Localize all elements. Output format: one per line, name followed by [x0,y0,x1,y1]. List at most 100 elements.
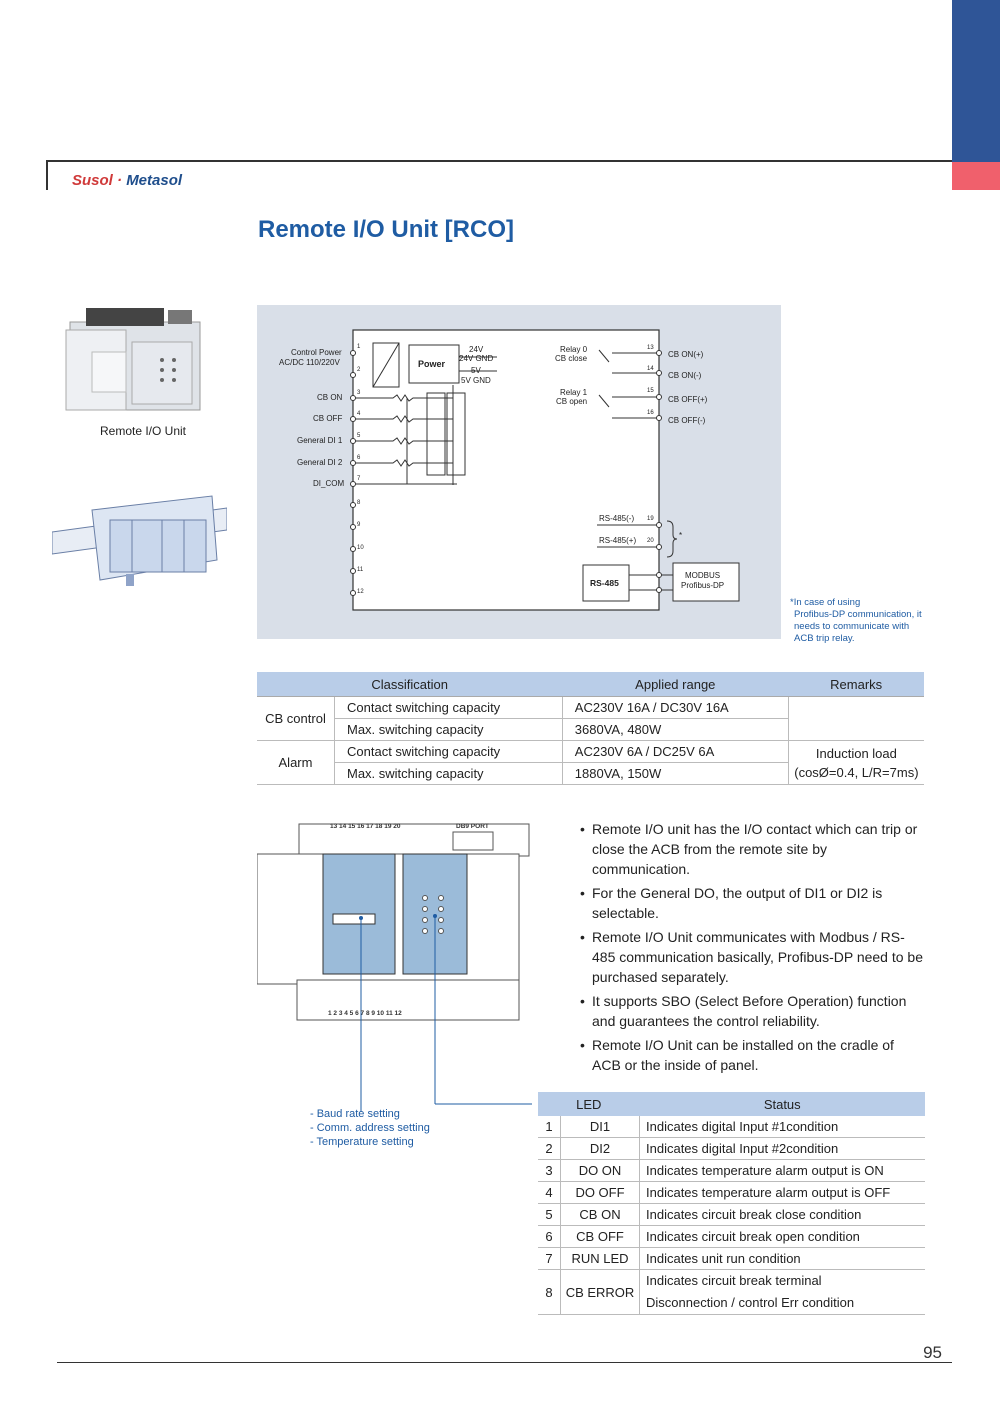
label-cb-off: CB OFF [313,414,343,423]
label-di-com: DI_COM [313,479,345,488]
footnote-line-3: needs to communicate with [794,621,910,632]
footnote-line-2: Profibus-DP communication, it [794,609,922,620]
side-tab-blue [952,0,1000,162]
spec-header-remarks: Remarks [788,672,924,697]
led-number: 1 [538,1116,561,1138]
profibus-label: Profibus-DP [681,581,725,590]
relay0-label: Relay 0 [560,345,588,354]
remark-line-1: Induction load [815,745,897,761]
power-out-24v-gnd: 24V GND [459,354,494,363]
led-number: 2 [538,1137,561,1160]
spec-range: 3680VA, 480W [561,718,789,741]
setting-temperature: - Temperature setting [310,1136,414,1148]
led-row: 8 CB ERROR Indicates circuit break termi… [538,1269,925,1315]
spec-range: 1880VA, 150W [561,762,789,785]
led-name: CB ON [560,1203,640,1226]
footer-rule [57,1362,952,1363]
pin-1: 1 [357,344,361,350]
spec-row: Max. switching capacity 3680VA, 480W [257,718,924,741]
header-rule [46,160,952,162]
led-number: 4 [538,1181,561,1204]
pin-20: 20 [647,538,654,544]
spec-remark-alarm: Induction load (cosØ=0.4, L/R=7ms) [787,740,924,785]
side-tab-red [952,162,1000,190]
label-rs485-plus: RS-485(+) [599,536,637,545]
header-tick [46,160,48,190]
bottom-pin-numbers: 1 2 3 4 5 6 7 8 9 10 11 12 [328,1010,402,1017]
db9-port-label: DB9 PORT [456,823,489,830]
pin-4: 4 [357,411,361,417]
label-cb-on-minus: CB ON(-) [668,371,702,380]
pin-10: 10 [357,545,364,551]
label-rs485-minus: RS-485(-) [599,514,635,523]
top-pin-numbers: 13 14 15 16 17 18 19 20 [330,823,401,830]
spec-row: Max. switching capacity 1880VA, 150W [257,762,924,785]
spec-item: Contact switching capacity [334,696,563,719]
pin-16: 16 [647,410,654,416]
brand-logo: Susol · Metasol [72,172,182,189]
pin-3: 3 [357,390,361,396]
led-number: 7 [538,1247,561,1270]
led-status: Indicates unit run condition [639,1247,925,1270]
pin-14: 14 [647,366,654,372]
unit-front-drawing [257,823,532,1112]
spec-header-row: Classification Applied range Remarks [257,672,924,697]
pin-12: 12 [357,589,364,595]
rs485-box-label: RS-485 [590,578,619,588]
brand-susol: Susol [72,172,113,189]
label-acdc: AC/DC 110/220V [279,358,340,367]
relay1-label: Relay 1 [560,388,588,397]
pin-8: 8 [357,500,361,506]
brand-metasol: Metasol [126,172,183,189]
led-status-line-1: Indicates circuit break terminal [646,1273,822,1288]
label-cb-off-plus: CB OFF(+) [668,395,708,404]
led-number: 3 [538,1159,561,1182]
led-status: Indicates circuit break open condition [639,1225,925,1248]
led-header-row: LED Status [538,1092,925,1116]
footnote-line-4: ACB trip relay. [794,633,855,644]
led-status: Indicates circuit break terminal Disconn… [639,1269,925,1315]
spec-item: Max. switching capacity [334,718,563,741]
led-header-led: LED [538,1092,640,1116]
pin-2: 2 [357,367,361,373]
led-number: 6 [538,1225,561,1248]
led-name: DO ON [560,1159,640,1182]
page-number: 95 [923,1343,942,1362]
relay0-desc: CB close [555,354,588,363]
bullet-item: Remote I/O Unit can be installed on the … [580,1035,925,1075]
label-cb-on: CB ON [317,393,343,402]
label-cb-on-plus: CB ON(+) [668,350,704,359]
pin-11: 11 [357,567,364,573]
led-status: Indicates digital Input #2condition [639,1137,925,1160]
profibus-footnote: *In case of using Profibus-DP communicat… [790,597,950,645]
led-name: DI2 [560,1137,640,1160]
setting-baud-rate: - Baud rate setting [310,1108,400,1120]
spec-row: CB control Contact switching capacity AC… [257,696,924,741]
spec-range: AC230V 16A / DC30V 16A [561,696,789,719]
power-out-24v: 24V [469,345,484,354]
diagram-asterisk: * [679,531,683,540]
pin-9: 9 [357,522,361,528]
bullet-item: Remote I/O Unit communicates with Modbus… [580,927,925,987]
led-name: DI1 [560,1116,640,1138]
spec-table: Classification Applied range Remarks CB … [257,672,924,785]
wiring-lines [350,329,740,611]
led-status: Indicates temperature alarm output is ON [639,1159,925,1182]
spec-remark-empty [787,696,924,741]
spec-group-alarm: Alarm [257,740,335,785]
feature-bullets: Remote I/O unit has the I/O contact whic… [580,819,925,1079]
rail-mount-drawing [52,495,227,586]
led-number: 5 [538,1203,561,1226]
label-general-di2: General DI 2 [297,458,343,467]
power-out-5v: 5V [471,366,481,375]
led-status: Indicates digital Input #1condition [639,1116,925,1138]
led-name: DO OFF [560,1181,640,1204]
led-name: RUN LED [560,1247,640,1270]
spec-header-classification: Classification [257,672,563,697]
led-status: Indicates circuit break close condition [639,1203,925,1226]
